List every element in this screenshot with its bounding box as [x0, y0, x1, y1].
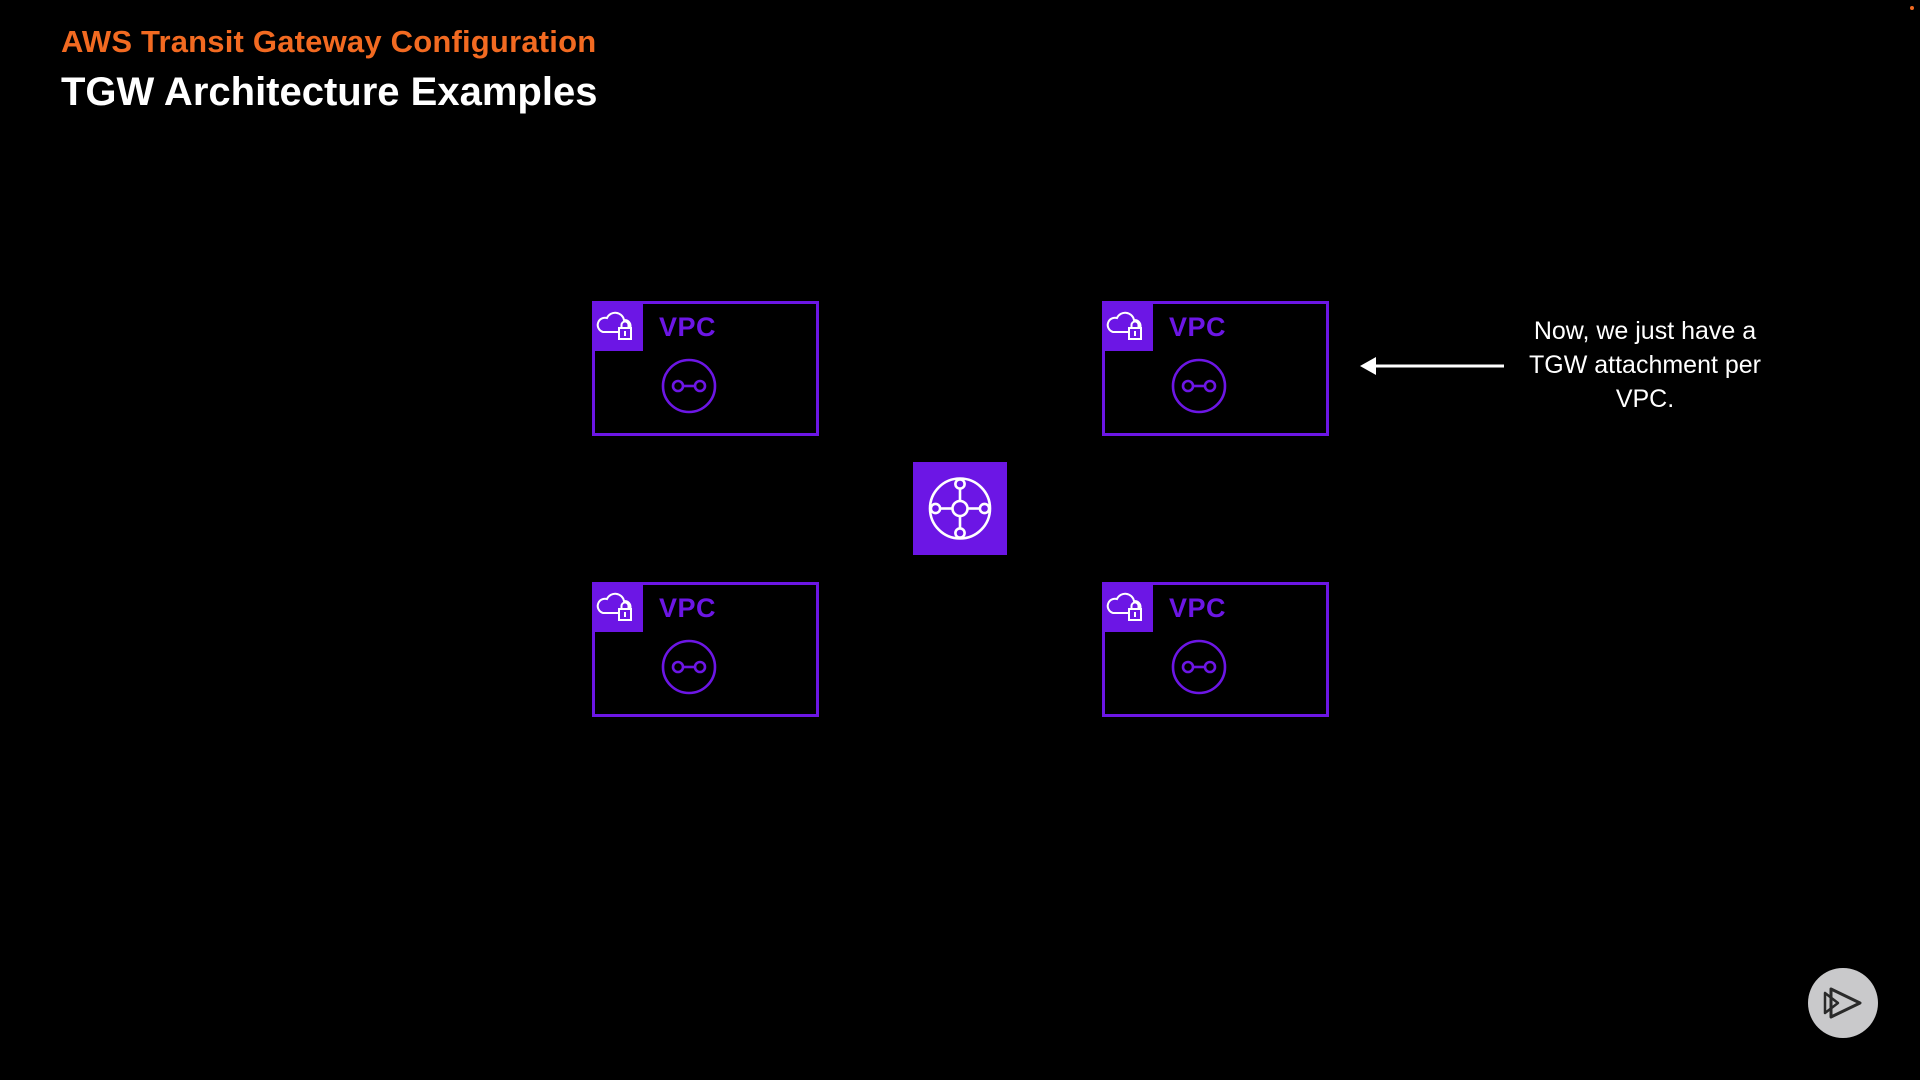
vpc-label: VPC: [1169, 593, 1227, 623]
vpc-box-top-left: VPC: [592, 301, 819, 436]
slide-title: TGW Architecture Examples: [61, 70, 598, 114]
vpc-cloud-lock-icon: [1102, 301, 1153, 351]
vpc-box-top-right: VPC: [1102, 301, 1329, 436]
presentation-kicker: AWS Transit Gateway Configuration: [61, 24, 597, 59]
vpc-cloud-lock-icon: [592, 582, 643, 632]
transit-gateway-hub-icon: [913, 462, 1007, 555]
vpc-box-bottom-left: VPC: [592, 582, 819, 717]
annotation-text: Now, we just have a TGW attachment per V…: [1528, 317, 1762, 413]
corner-dot: [1910, 6, 1914, 10]
vpc-label: VPC: [1169, 312, 1227, 342]
attachment-endpoint-icon: [1171, 358, 1227, 414]
vpc-label: VPC: [659, 312, 717, 342]
attachment-endpoint-icon: [661, 639, 717, 695]
attachment-endpoint-icon: [661, 358, 717, 414]
arrow-left-icon: [1358, 354, 1506, 378]
attachment-endpoint-icon: [1171, 639, 1227, 695]
vpc-box-bottom-right: VPC: [1102, 582, 1329, 717]
vpc-cloud-lock-icon: [1102, 582, 1153, 632]
play-icon: [1823, 987, 1862, 1019]
play-button[interactable]: [1808, 968, 1878, 1038]
vpc-cloud-lock-icon: [592, 301, 643, 351]
vpc-label: VPC: [659, 593, 717, 623]
